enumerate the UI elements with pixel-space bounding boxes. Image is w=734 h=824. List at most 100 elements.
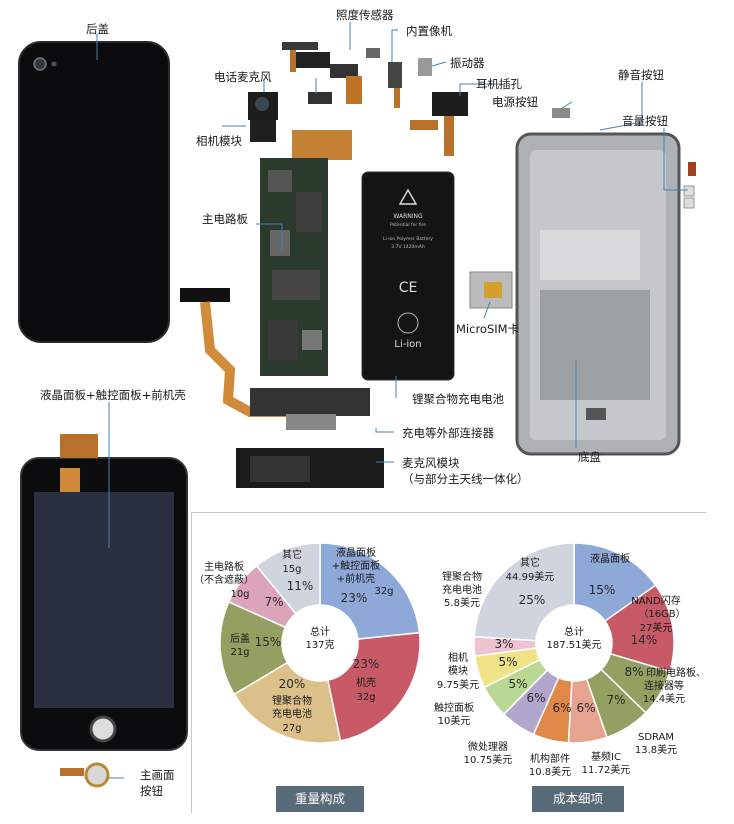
c-cam-label-1: 相机 xyxy=(448,651,468,664)
w-lcd-label-1: 液晶面板 xyxy=(336,546,376,559)
label-mute-button: 静音按钮 xyxy=(618,68,664,82)
w-case-label: 机壳 xyxy=(356,676,376,689)
w-oth-value: 15g xyxy=(282,564,301,575)
c-bb-value: 11.72美元 xyxy=(582,763,631,776)
c-touch-label: 触控面板 xyxy=(434,701,474,714)
c-pcb-value: 14.4美元 xyxy=(643,692,685,705)
mic-module-part xyxy=(236,448,384,488)
weight-center-hole xyxy=(282,605,358,681)
label-front-camera: 内置像机 xyxy=(406,24,452,38)
w-lcd-label-3: +前机壳 xyxy=(337,572,375,585)
label-back-cover: 后盖 xyxy=(86,22,109,36)
c-bat-label-1: 锂聚合物 xyxy=(442,570,482,583)
label-vibrator: 振动器 xyxy=(450,56,485,70)
leader-lines xyxy=(96,22,688,779)
c-cpu-label: 微处理器 xyxy=(468,740,508,753)
c-bat-pct: 3% xyxy=(494,637,513,651)
label-microsim: MicroSIM卡 xyxy=(456,322,520,336)
w-center-2: 137克 xyxy=(305,639,334,651)
w-bat-label-2: 充电电池 xyxy=(272,707,312,720)
battery-text-3: Li-ion Polymer Battery xyxy=(383,236,433,242)
c-oth-label: 其它 xyxy=(520,556,540,569)
label-ambient-sensor: 照度传感器 xyxy=(336,8,394,22)
c-oth-pct: 25% xyxy=(519,593,546,607)
label-dock-connector: 充电等外部连接器 xyxy=(402,426,494,440)
c-cpu-value: 10.75美元 xyxy=(464,753,513,766)
battery-text-2: Potential for fire xyxy=(390,222,426,228)
c-oth-value: 44.99美元 xyxy=(506,570,555,583)
c-bat-label-2: 充电电池 xyxy=(442,583,482,596)
battery-ce-mark: CE xyxy=(399,280,418,296)
label-battery: 锂聚合物充电电池 xyxy=(412,392,504,406)
w-bat-value: 27g xyxy=(282,723,301,734)
w-back-pct: 15% xyxy=(255,635,282,649)
c-lcd-pct: 15% xyxy=(589,583,616,597)
c-mech-value: 10.8美元 xyxy=(529,765,571,778)
weight-chart-title: 重量构成 xyxy=(276,786,364,812)
chassis-part xyxy=(515,132,681,456)
top-small-parts xyxy=(248,42,696,209)
c-cpu-pct: 6% xyxy=(526,691,545,705)
c-nand-label-2: （16GB） xyxy=(638,608,685,620)
c-center-1: 总计 xyxy=(564,625,584,638)
c-bb-label: 基频IC xyxy=(591,750,621,763)
c-pcb-label-1: 印刷电路板、 xyxy=(646,666,706,679)
w-case-value: 32g xyxy=(356,692,375,703)
c-cam-value: 9.75美元 xyxy=(437,678,479,691)
w-lcd-pct: 23% xyxy=(341,591,368,605)
w-lcd-label-2: +触控面板 xyxy=(332,559,380,572)
c-sdram-value: 13.8美元 xyxy=(635,743,677,756)
c-sdram-label: SDRAM xyxy=(638,732,674,743)
c-nand-value: 27美元 xyxy=(640,621,673,634)
battery-warning-text: WARNING xyxy=(393,213,423,220)
battery-li-ion-text: Li-ion xyxy=(394,339,421,350)
w-bat-pct: 20% xyxy=(279,677,306,691)
battery-text-4: 3.7V 1420mAh xyxy=(391,244,425,250)
label-volume-button: 音量按钮 xyxy=(622,114,668,128)
label-phone-mic: 电话麦克风 xyxy=(214,70,272,84)
w-lcd-value: 32g xyxy=(374,586,393,597)
battery-part: WARNING Potential for fire Li-ion Polyme… xyxy=(361,171,455,381)
main-board-part xyxy=(180,158,370,430)
w-oth-pct: 11% xyxy=(287,579,314,593)
w-oth-label: 其它 xyxy=(282,548,302,561)
c-pcb-label-2: 连接器等 xyxy=(644,679,684,692)
back-cover-part xyxy=(18,41,170,343)
label-main-board: 主电路板 xyxy=(202,212,248,226)
w-back-value: 21g xyxy=(230,647,249,658)
c-mech-label: 机构部件 xyxy=(530,752,570,765)
c-nand-label-1: NAND闪存 xyxy=(631,594,681,607)
w-center-1: 总计 xyxy=(310,625,330,638)
w-bat-label-1: 锂聚合物 xyxy=(272,694,312,707)
label-lcd-touch-front: 液晶面板+触控面板+前机壳 xyxy=(40,388,186,402)
label-mic-module-note: （与部分主天线一体化） xyxy=(402,472,529,486)
c-touch-pct: 5% xyxy=(508,677,527,691)
w-mb-label-2: （不含遮蔽） xyxy=(194,573,254,586)
c-bb-pct: 6% xyxy=(576,701,595,715)
label-mic-module: 麦克风模块 xyxy=(402,456,460,470)
weight-pie-chart: 液晶面板+触控面板+前机壳32g23%23%机壳32g20%锂聚合物充电电池27… xyxy=(194,542,421,744)
c-cam-pct: 5% xyxy=(498,655,517,669)
microsim-tray-part xyxy=(469,271,513,309)
c-bat-value: 5.8美元 xyxy=(444,596,480,609)
label-camera-module: 相机模块 xyxy=(196,134,242,148)
w-mb-label-1: 主电路板 xyxy=(204,560,244,573)
w-mb-pct: 7% xyxy=(264,595,283,609)
c-sdram-pct: 7% xyxy=(606,693,625,707)
c-center-2: 187.51美元 xyxy=(547,638,602,651)
label-chassis: 底盘 xyxy=(578,450,601,464)
w-mb-value: 10g xyxy=(230,589,249,600)
c-nand-pct: 14% xyxy=(631,633,658,647)
label-headphone-jack: 耳机插孔 xyxy=(476,77,522,91)
label-home-button-1: 主画面 xyxy=(140,768,175,782)
label-power-button: 电源按钮 xyxy=(492,95,538,109)
w-back-label: 后盖 xyxy=(230,632,250,645)
w-case-pct: 23% xyxy=(353,657,380,671)
c-lcd-label: 液晶面板 xyxy=(590,552,630,565)
c-touch-value: 10美元 xyxy=(438,714,471,727)
c-pcb-pct: 8% xyxy=(624,665,643,679)
cost-chart-title: 成本细项 xyxy=(532,786,624,812)
front-panel-part xyxy=(20,434,188,788)
